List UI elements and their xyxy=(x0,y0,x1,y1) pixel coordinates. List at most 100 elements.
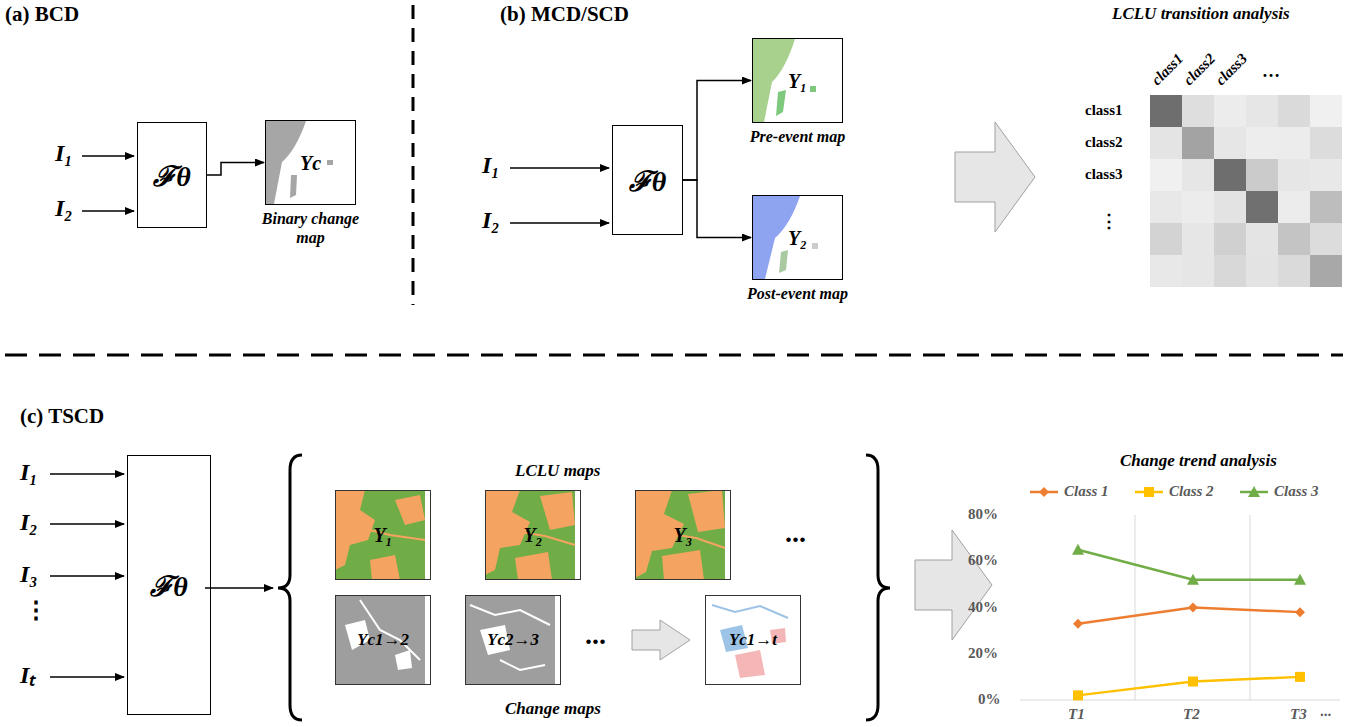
class-label: class2 xyxy=(1180,50,1218,88)
legend-text: Class 2 xyxy=(1169,483,1214,500)
matrix-cell xyxy=(1150,127,1182,159)
matrix-cell xyxy=(1278,255,1310,287)
class-label: class3 xyxy=(1085,166,1123,183)
group-label: Change maps xyxy=(505,700,601,719)
ellipsis: ... xyxy=(785,518,806,549)
class-label: class3 xyxy=(1212,50,1250,88)
diamond-marker xyxy=(1039,487,1049,497)
matrix-cell xyxy=(1182,159,1214,191)
event-map-art xyxy=(753,39,818,279)
input-label: ⋮ xyxy=(24,597,48,623)
legend-text: Class 1 xyxy=(1064,483,1109,500)
lclu-map-art xyxy=(335,490,725,580)
map-box: Y₁Pre-event map xyxy=(752,38,843,123)
node-label: Y₃ xyxy=(636,524,730,547)
class-label: ⋮ xyxy=(1100,212,1118,232)
matrix-cell xyxy=(1214,127,1246,159)
matrix-cell xyxy=(1214,159,1246,191)
map-box: Y₁ xyxy=(335,490,431,580)
matrix-cell xyxy=(1246,95,1278,127)
chart-series xyxy=(1030,486,1306,700)
diamond-marker xyxy=(1073,619,1083,629)
map-caption: Post-event map xyxy=(723,284,873,303)
map-caption: Pre-event map xyxy=(723,127,873,146)
matrix-cell xyxy=(1214,223,1246,255)
brace xyxy=(866,455,890,720)
chart-grid xyxy=(1020,515,1340,700)
model-box: ℱθ xyxy=(137,122,207,228)
matrix-cell xyxy=(1310,127,1342,159)
matrix-cell xyxy=(1182,127,1214,159)
diamond-marker xyxy=(1295,607,1305,617)
axis-tick: 40% xyxy=(968,599,998,616)
group-label: LCLU maps xyxy=(515,462,600,481)
change-map-art xyxy=(335,595,795,685)
map-box: Y₂Post-event map xyxy=(752,195,843,280)
node-label: Y₁ xyxy=(753,69,842,92)
node-label: Yc1→2 xyxy=(336,630,430,650)
matrix-cell xyxy=(1278,127,1310,159)
matrix-cell xyxy=(1278,191,1310,223)
matrix-cell xyxy=(1150,255,1182,287)
chart-title: Change trend analysis xyxy=(1120,452,1277,471)
block-arrow xyxy=(955,122,1035,232)
node-label: Yc1→t xyxy=(706,630,800,650)
input-label: I₁ xyxy=(20,459,38,485)
node-label: ℱθ xyxy=(128,566,210,604)
input-label: I₂ xyxy=(55,195,73,221)
axis-tick: 80% xyxy=(968,506,998,523)
ellipsis: ... xyxy=(1320,703,1331,720)
series-line xyxy=(1078,550,1300,580)
binary-map-art xyxy=(266,121,333,204)
axis-tick: 20% xyxy=(968,645,998,662)
ellipsis: ... xyxy=(585,620,606,651)
series-line xyxy=(1078,677,1300,696)
node-label: Yc2→3 xyxy=(466,630,560,650)
axis-tick: T3 xyxy=(1290,706,1307,723)
node-label: ℱθ xyxy=(613,161,682,199)
matrix-cell xyxy=(1214,255,1246,287)
axis-tick: T1 xyxy=(1068,706,1085,723)
matrix-cell xyxy=(1214,191,1246,223)
matrix-cell xyxy=(1182,255,1214,287)
matrix-cell xyxy=(1246,191,1278,223)
map-box: Yc1→t xyxy=(705,595,801,685)
panel-title: (b) MCD/SCD xyxy=(500,3,629,26)
class-label: class2 xyxy=(1085,134,1123,151)
square-marker xyxy=(1144,487,1154,497)
matrix-cell xyxy=(1310,191,1342,223)
matrix-cell xyxy=(1278,223,1310,255)
block-arrow xyxy=(632,620,690,660)
matrix-cell xyxy=(1246,127,1278,159)
matrix-cell xyxy=(1246,255,1278,287)
matrix-title: LCLU transition analysis xyxy=(1112,5,1290,24)
map-box: Yc2→3 xyxy=(465,595,561,685)
triangle-marker xyxy=(1294,574,1306,585)
model-box: ℱθ xyxy=(612,125,683,235)
connector xyxy=(683,81,751,181)
connector xyxy=(207,163,264,176)
map-caption: Binary change map xyxy=(256,209,366,247)
matrix-cell xyxy=(1310,255,1342,287)
panel-title: (a) BCD xyxy=(5,3,79,26)
input-label: I₃ xyxy=(20,561,38,587)
matrix-cell xyxy=(1278,95,1310,127)
matrix-cell xyxy=(1182,223,1214,255)
input-label: Iₜ xyxy=(20,662,35,688)
matrix-cell xyxy=(1246,223,1278,255)
node-label: Yc xyxy=(266,151,355,174)
matrix-cell xyxy=(1310,159,1342,191)
block-arrow xyxy=(915,530,992,640)
square-marker xyxy=(1295,672,1305,682)
map-box: Yc1→2 xyxy=(335,595,431,685)
square-marker xyxy=(1073,690,1083,700)
matrix-cell xyxy=(1182,95,1214,127)
legend-text: Class 3 xyxy=(1274,483,1319,500)
matrix-cell xyxy=(1150,95,1182,127)
class-label: class1 xyxy=(1085,102,1123,119)
triangle-marker xyxy=(1072,544,1084,555)
class-label: class1 xyxy=(1148,50,1186,88)
input-label: I₂ xyxy=(20,509,38,535)
matrix-cell xyxy=(1150,159,1182,191)
